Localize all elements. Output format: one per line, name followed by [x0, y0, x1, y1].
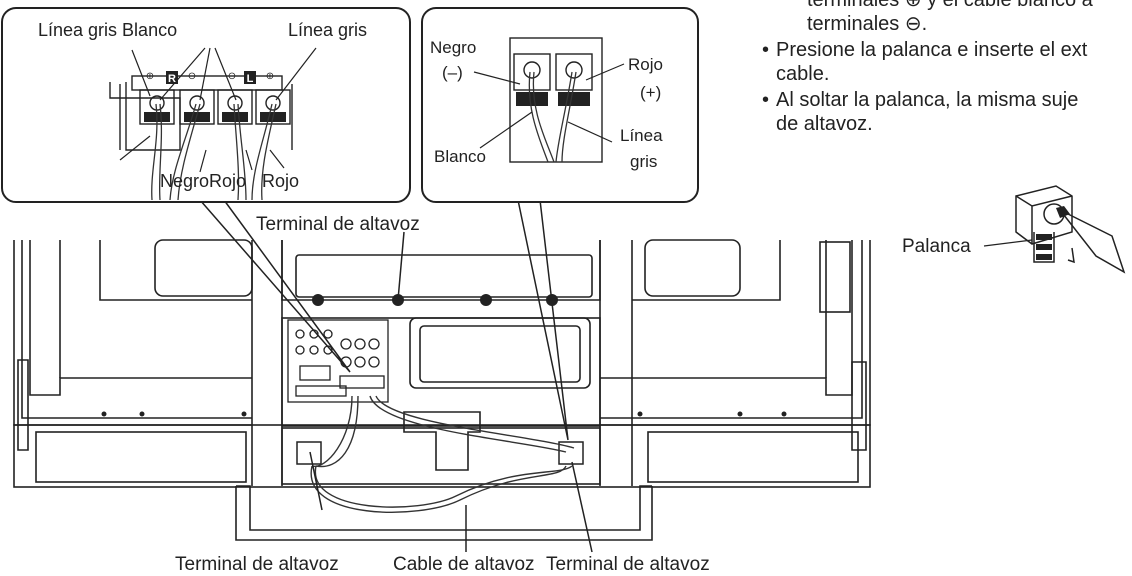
label-linea: Línea	[620, 126, 663, 145]
instructions-bullet-2: • Al soltar la palanca, la misma suje de …	[760, 88, 1132, 136]
terminal-mark-L: L	[247, 73, 254, 85]
label-linea-gris: Línea gris	[288, 20, 367, 40]
right-callout: Negro (–) Rojo (+) Blanco Línea gris	[421, 7, 699, 203]
label-negro-rojo: NegroRojo	[160, 171, 246, 191]
terminal-mark-minus-2: ⊖	[228, 71, 236, 82]
callout-leader-lines	[199, 199, 593, 553]
terminal-mark-plus-1: ⊕	[146, 71, 154, 82]
tv-rear-panel	[13, 239, 871, 541]
bullet-symbol: •	[762, 39, 770, 61]
label-linea-gris-blanco: Línea gris Blanco	[38, 20, 177, 40]
label-cable: Cable de altavoz	[393, 554, 535, 575]
instructions-text: terminales ⊕ y el cable blanco a termina…	[760, 0, 1132, 136]
label-palanca: Palanca	[902, 236, 971, 257]
label-rojo-right: Rojo	[628, 55, 663, 74]
label-negro: Negro	[430, 38, 476, 57]
terminal-mark-minus-1: ⊖	[188, 71, 196, 82]
left-callout-frame	[1, 7, 411, 203]
label-blanco: Blanco	[434, 147, 486, 166]
label-terminal-top: Terminal de altavoz	[256, 214, 420, 235]
base-speaker-terminals	[296, 441, 584, 465]
instructions-line1: terminales ⊕ y el cable blanco a	[807, 0, 1093, 11]
label-rojo-sign: (+)	[640, 83, 661, 102]
label-terminal-left: Terminal de altavoz	[175, 554, 339, 575]
label-gris: gris	[630, 152, 657, 171]
label-rojo-left: Rojo	[262, 171, 299, 191]
connector-panel	[287, 319, 389, 403]
bullet-1-line-a: Presione la palanca e inserte el ext	[776, 39, 1088, 61]
bullet-1-line-b: cable.	[776, 63, 830, 85]
bullet-2-line-a: Al soltar la palanca, la misma suje	[776, 89, 1079, 111]
label-negro-sign: (–)	[442, 63, 463, 82]
terminal-mark-plus-2: ⊕	[266, 71, 274, 82]
label-terminal-right: Terminal de altavoz	[546, 554, 710, 575]
instructions-bullet-1: • Presione la palanca e inserte el ext ca…	[760, 38, 1132, 86]
bullet-2-line-b: de altavoz.	[776, 113, 873, 135]
left-callout: ⊕ R ⊖ ⊖ L ⊕ Línea gris Blanco Línea gris…	[1, 7, 411, 203]
instructions-line2: terminales ⊖.	[807, 13, 928, 35]
tv-speaker-cables	[310, 395, 575, 513]
bullet-symbol: •	[762, 89, 770, 111]
terminal-mark-R: R	[168, 73, 176, 85]
lever-illustration: Palanca	[902, 185, 1126, 274]
panel-screws	[101, 294, 787, 417]
